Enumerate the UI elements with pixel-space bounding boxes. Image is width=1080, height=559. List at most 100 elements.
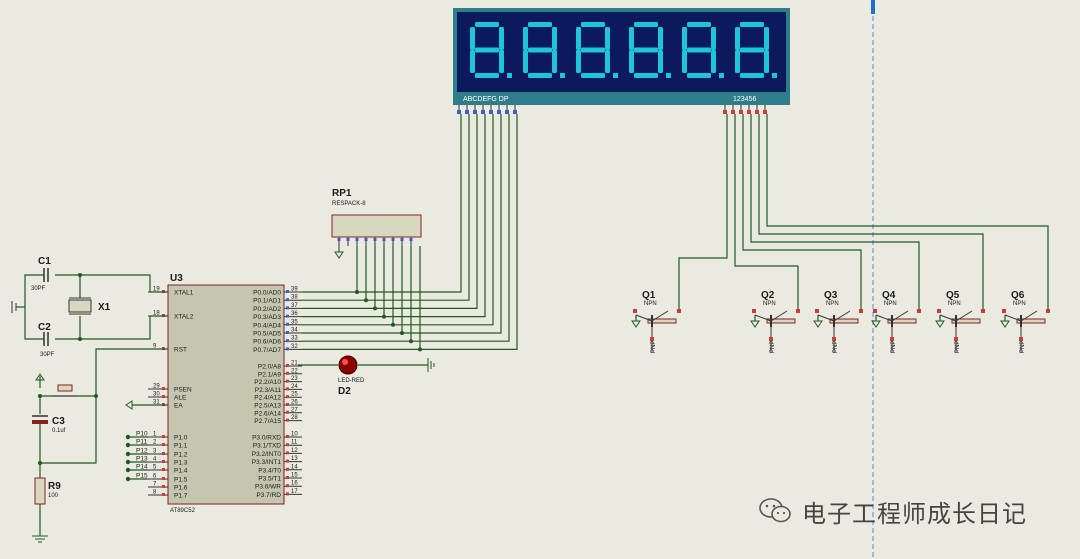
digit-pin[interactable] bbox=[755, 110, 759, 114]
digit-pin[interactable] bbox=[747, 110, 751, 114]
svg-text:PNP: PNP bbox=[833, 341, 839, 353]
svg-text:P3.5/T1: P3.5/T1 bbox=[258, 476, 281, 483]
svg-text:P3.3/INT1: P3.3/INT1 bbox=[252, 459, 282, 466]
digit-pin[interactable] bbox=[739, 110, 743, 114]
digit-pin[interactable] bbox=[723, 110, 727, 114]
segment-pin[interactable] bbox=[505, 110, 509, 114]
seven-segment-display[interactable]: 888888 ABCDEFG DP 123456 bbox=[453, 8, 790, 105]
segment-pin[interactable] bbox=[489, 110, 493, 114]
segment-pin[interactable] bbox=[473, 110, 477, 114]
svg-text:23: 23 bbox=[291, 376, 298, 382]
svg-text:31: 31 bbox=[153, 400, 160, 406]
svg-text:4: 4 bbox=[153, 457, 157, 463]
svg-text:P2.4/A12: P2.4/A12 bbox=[254, 395, 281, 402]
svg-text:P3.2/INT0: P3.2/INT0 bbox=[252, 451, 282, 458]
svg-text:P0.1/AD1: P0.1/AD1 bbox=[253, 298, 281, 305]
svg-text:Q1: Q1 bbox=[642, 290, 656, 301]
reset-button[interactable] bbox=[57, 384, 73, 392]
rp1-pin[interactable] bbox=[355, 238, 359, 241]
svg-text:P12: P12 bbox=[136, 448, 148, 455]
svg-text:14: 14 bbox=[291, 464, 298, 470]
digit-3: 8 bbox=[576, 22, 618, 78]
r9-ref: R9 bbox=[48, 481, 61, 492]
rp1-pin[interactable] bbox=[337, 238, 341, 241]
rp1-pin[interactable] bbox=[373, 238, 377, 241]
segment-pin[interactable] bbox=[513, 110, 517, 114]
mcu-u3[interactable]: U3 AT89C52 bbox=[167, 273, 285, 514]
svg-text:P2.1/A9: P2.1/A9 bbox=[258, 371, 282, 378]
svg-text:8: 8 bbox=[153, 490, 157, 496]
segment-pin[interactable] bbox=[457, 110, 461, 114]
led-d2[interactable] bbox=[298, 355, 435, 375]
digit-pin[interactable] bbox=[763, 110, 767, 114]
svg-text:30: 30 bbox=[153, 392, 160, 398]
respack-rp1[interactable]: RP1 RESPACK-8 bbox=[331, 188, 422, 238]
svg-text:15: 15 bbox=[291, 473, 298, 479]
digit-pin[interactable] bbox=[731, 110, 735, 114]
svg-text:RST: RST bbox=[174, 347, 187, 354]
segment-pin[interactable] bbox=[481, 110, 485, 114]
svg-text:Q6: Q6 bbox=[1011, 290, 1025, 301]
svg-text:27: 27 bbox=[291, 407, 298, 413]
segment-pin[interactable] bbox=[497, 110, 501, 114]
svg-text:P10: P10 bbox=[136, 431, 148, 438]
digit-6: 8 bbox=[735, 22, 777, 78]
crystal-x1[interactable] bbox=[68, 299, 92, 313]
rp1-pin[interactable] bbox=[409, 238, 413, 241]
rp1-pin[interactable] bbox=[346, 238, 350, 241]
svg-text:P1.2: P1.2 bbox=[174, 452, 188, 459]
svg-text:P2.5/A13: P2.5/A13 bbox=[254, 403, 281, 410]
rp1-pin[interactable] bbox=[382, 238, 386, 241]
rp1-pin[interactable] bbox=[364, 238, 368, 241]
resistor-r9[interactable] bbox=[34, 477, 46, 505]
rp1-pin[interactable] bbox=[400, 238, 404, 241]
net-label-p15: P15 bbox=[125, 473, 148, 482]
segment-pin[interactable] bbox=[465, 110, 469, 114]
rp1-value: RESPACK-8 bbox=[332, 201, 366, 207]
digit-select-wires bbox=[678, 114, 1049, 311]
rp1-pin[interactable] bbox=[391, 238, 395, 241]
d2-ref: D2 bbox=[338, 386, 351, 397]
